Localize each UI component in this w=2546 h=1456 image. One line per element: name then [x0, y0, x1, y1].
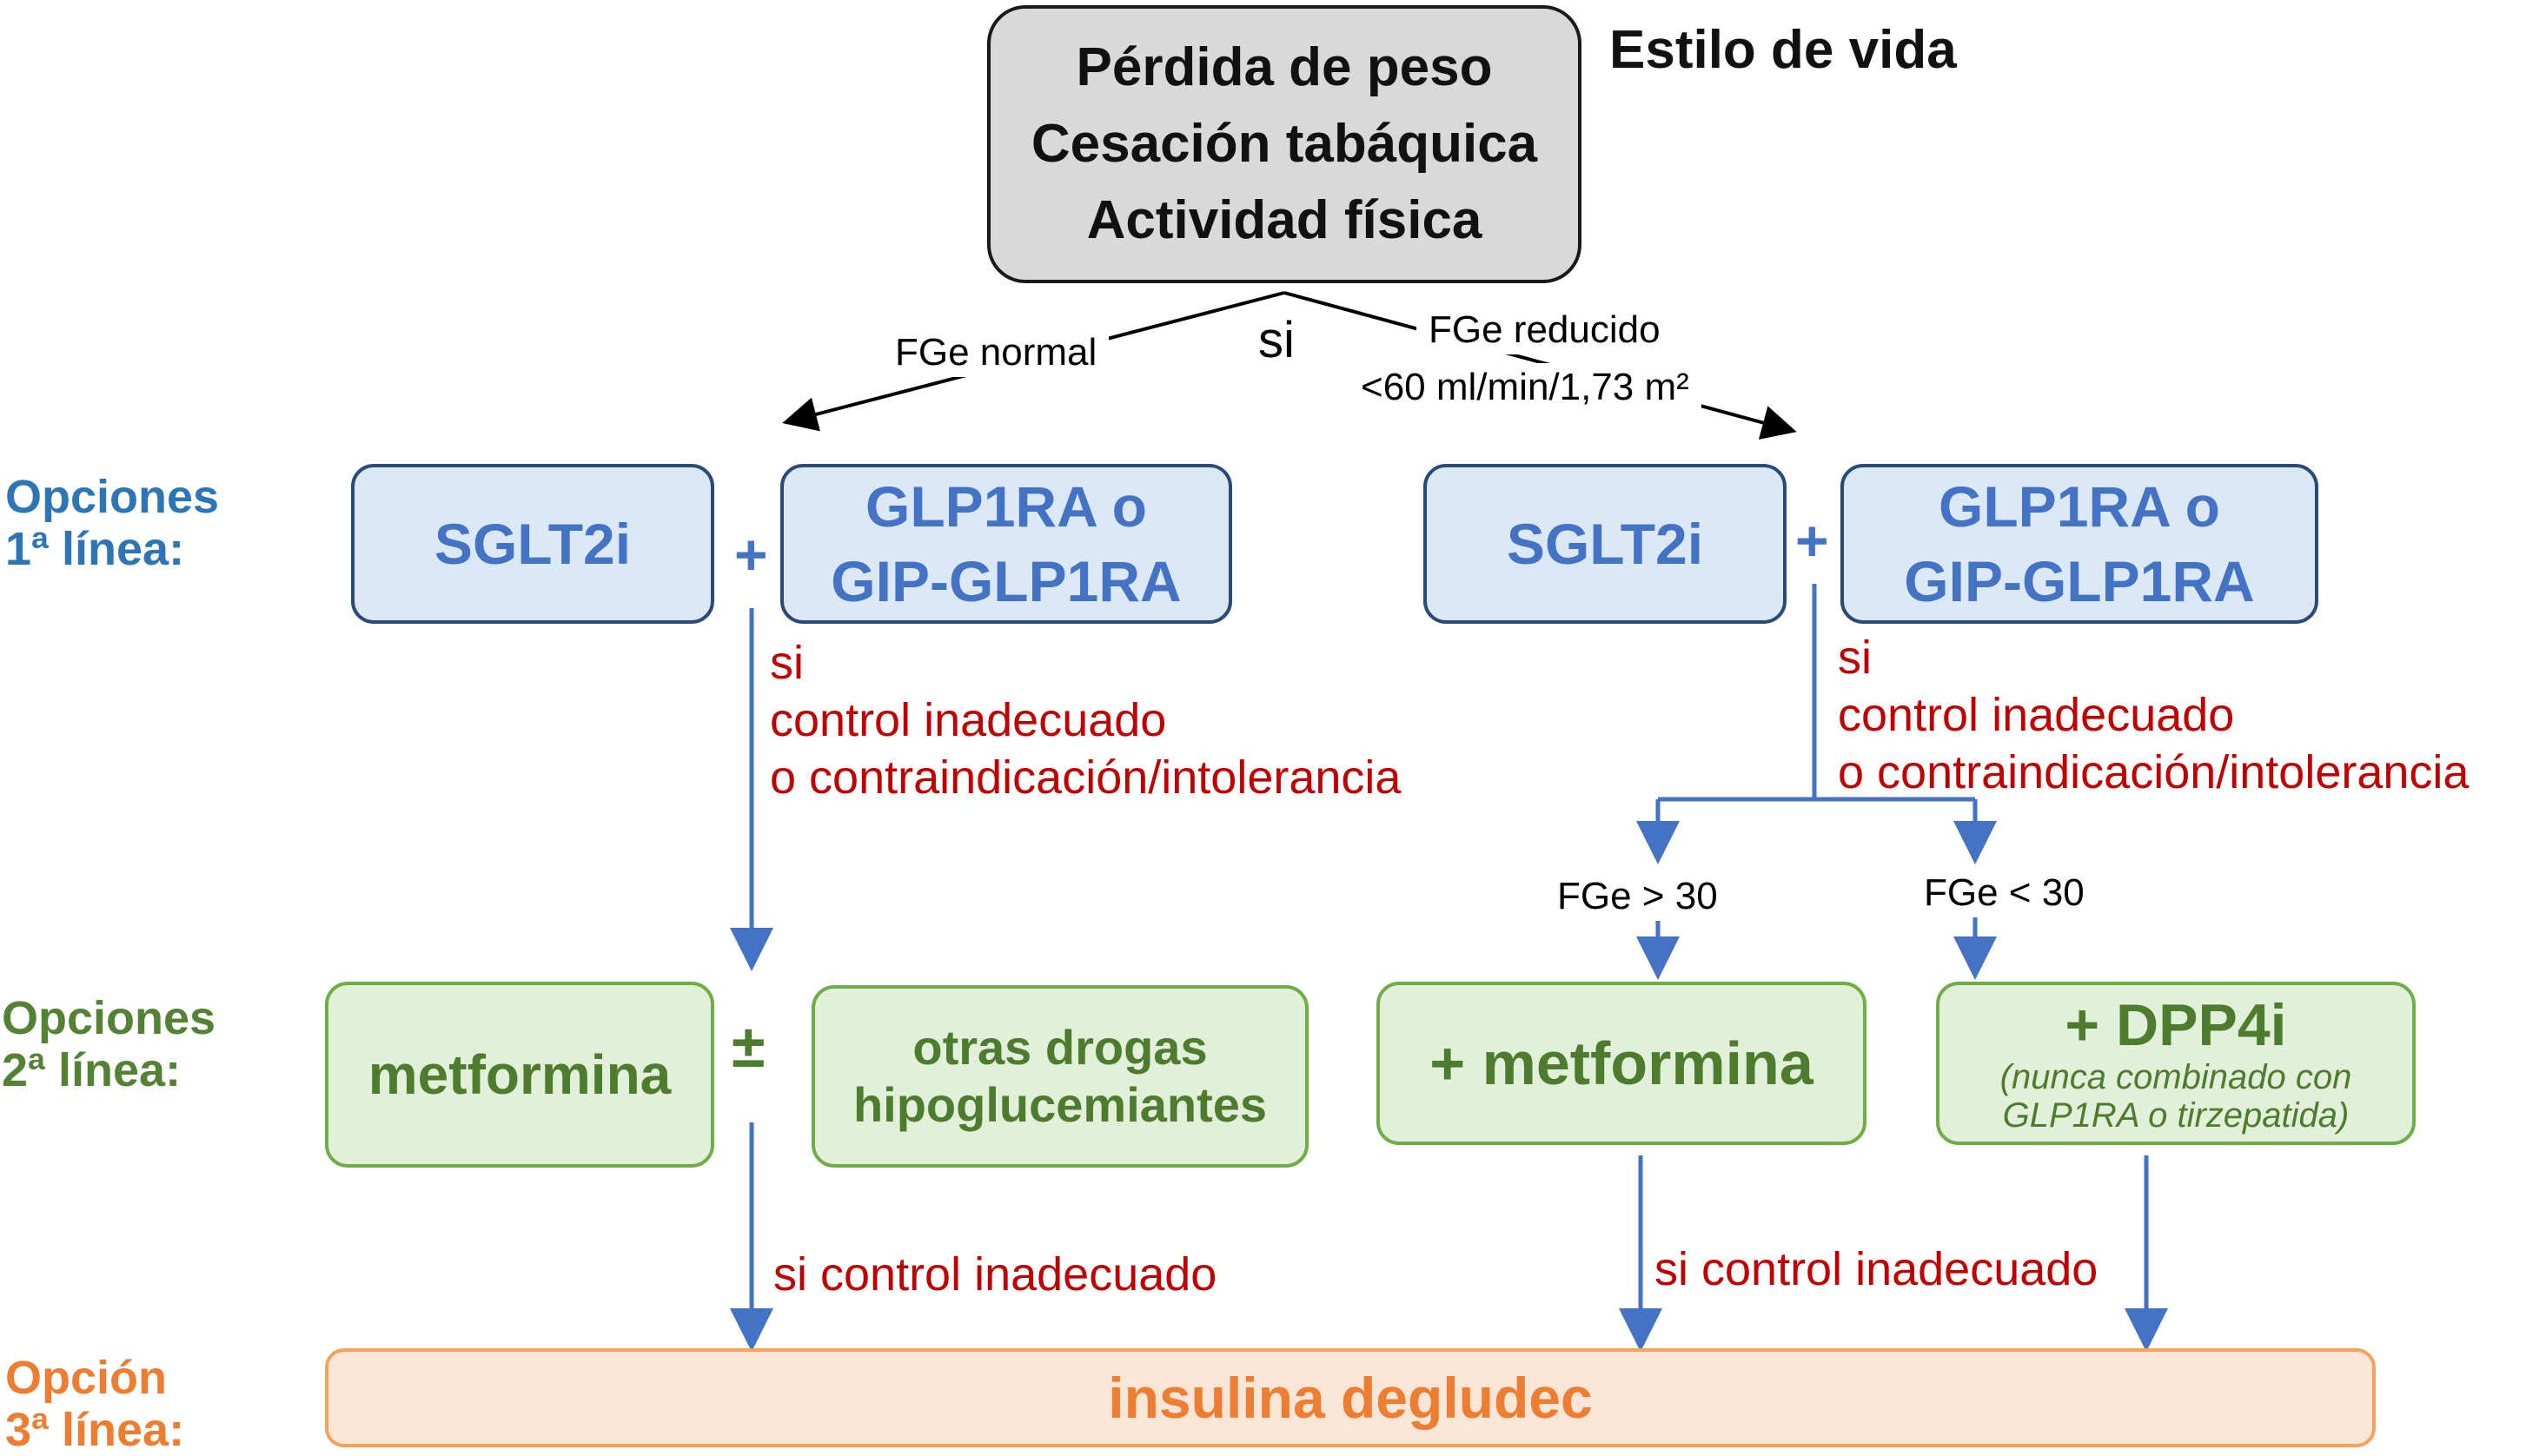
left-condition-3: o contraindicación/intolerancia	[770, 751, 1402, 804]
left-condition-2: control inadecuado	[770, 694, 1167, 746]
right-glp1-box: GLP1RA o GIP-GLP1RA	[1840, 464, 2318, 624]
right-sglt2i-label: SGLT2i	[1506, 512, 1704, 576]
row-label-third-2: 3ª línea:	[5, 1404, 185, 1456]
right-plus: +	[1795, 508, 1829, 572]
left-otras-box: otras drogas hipoglucemiantes	[812, 985, 1309, 1168]
left-plus: +	[734, 522, 768, 586]
lifestyle-line-3: Actividad física	[1086, 190, 1482, 250]
left-glp1-line-1: GLP1RA o	[865, 474, 1147, 539]
right-glp1-line-1: GLP1RA o	[1939, 474, 2220, 539]
right-condition-1: si	[1838, 632, 1872, 684]
lifestyle-line-2: Cesación tabáquica	[1031, 114, 1538, 174]
right-condition-final: si control inadecuado	[1654, 1243, 2098, 1295]
left-condition-final: si control inadecuado	[773, 1248, 1217, 1300]
row-label-second: Opciones 2ª línea:	[2, 992, 215, 1096]
left-condition-1: si	[770, 637, 804, 689]
right-sglt2i-box: SGLT2i	[1423, 464, 1787, 624]
left-condition: si control inadecuado o contraindicación…	[770, 634, 1401, 806]
row-label-second-2: 2ª línea:	[2, 1044, 182, 1096]
lifestyle-line-1: Pérdida de peso	[1076, 37, 1493, 97]
label-fge-reducido-threshold: <60 ml/min/1,73 m²	[1349, 363, 1701, 412]
label-fge-normal: FGe normal	[883, 328, 1110, 377]
left-metformina-box: metformina	[325, 982, 714, 1168]
row-label-first: Opciones 1ª línea:	[5, 471, 219, 575]
row-label-third-1: Opción	[5, 1352, 167, 1404]
row-label-first-1: Opciones	[5, 471, 220, 523]
branch-si: si	[1258, 312, 1295, 368]
left-sglt2i-label: SGLT2i	[434, 512, 632, 576]
label-fge-gt-30: FGe > 30	[1545, 872, 1730, 921]
right-glp1-line-2: GIP-GLP1RA	[1904, 549, 2255, 613]
left-otras-line-1: otras drogas	[912, 1020, 1208, 1075]
left-glp1-line-2: GIP-GLP1RA	[831, 549, 1182, 613]
row-label-third: Opción 3ª línea:	[5, 1352, 184, 1456]
insulina-label: insulina degludec	[1108, 1366, 1593, 1430]
right-dpp4i-note-1: (nunca combinado con	[1999, 1058, 2352, 1096]
left-plusminus: ±	[732, 1012, 766, 1080]
right-condition: si control inadecuado o contraindicación…	[1838, 629, 2469, 801]
left-sglt2i-box: SGLT2i	[351, 464, 714, 624]
right-dpp4i-note-2: GLP1RA o tirzepatida)	[2002, 1096, 2350, 1135]
right-metformina-label: + metformina	[1429, 1029, 1813, 1097]
label-fge-reducido: FGe reducido	[1416, 306, 1673, 354]
label-fge-lt-30: FGe < 30	[1912, 869, 2097, 917]
right-dpp4i-box: + DPP4i (nunca combinado con GLP1RA o ti…	[1936, 982, 2416, 1145]
row-label-first-2: 1ª línea:	[5, 523, 185, 575]
right-metformina-box: + metformina	[1376, 982, 1866, 1145]
arrow-fge-reducido	[1283, 291, 1797, 440]
right-condition-3: o contraindicación/intolerancia	[1838, 746, 2470, 798]
lifestyle-caption: Estilo de vida	[1609, 20, 1957, 80]
right-condition-2: control inadecuado	[1838, 689, 2235, 741]
left-metformina-label: metformina	[368, 1043, 672, 1106]
left-glp1-box: GLP1RA o GIP-GLP1RA	[780, 464, 1232, 624]
row-label-second-1: Opciones	[2, 992, 216, 1044]
left-otras-line-2: hipoglucemiantes	[852, 1077, 1268, 1132]
insulina-box: insulina degludec	[325, 1348, 2376, 1447]
right-dpp4i-label: + DPP4i	[2065, 992, 2287, 1058]
lifestyle-box: Pérdida de peso Cesación tabáquica Activ…	[987, 5, 1581, 283]
